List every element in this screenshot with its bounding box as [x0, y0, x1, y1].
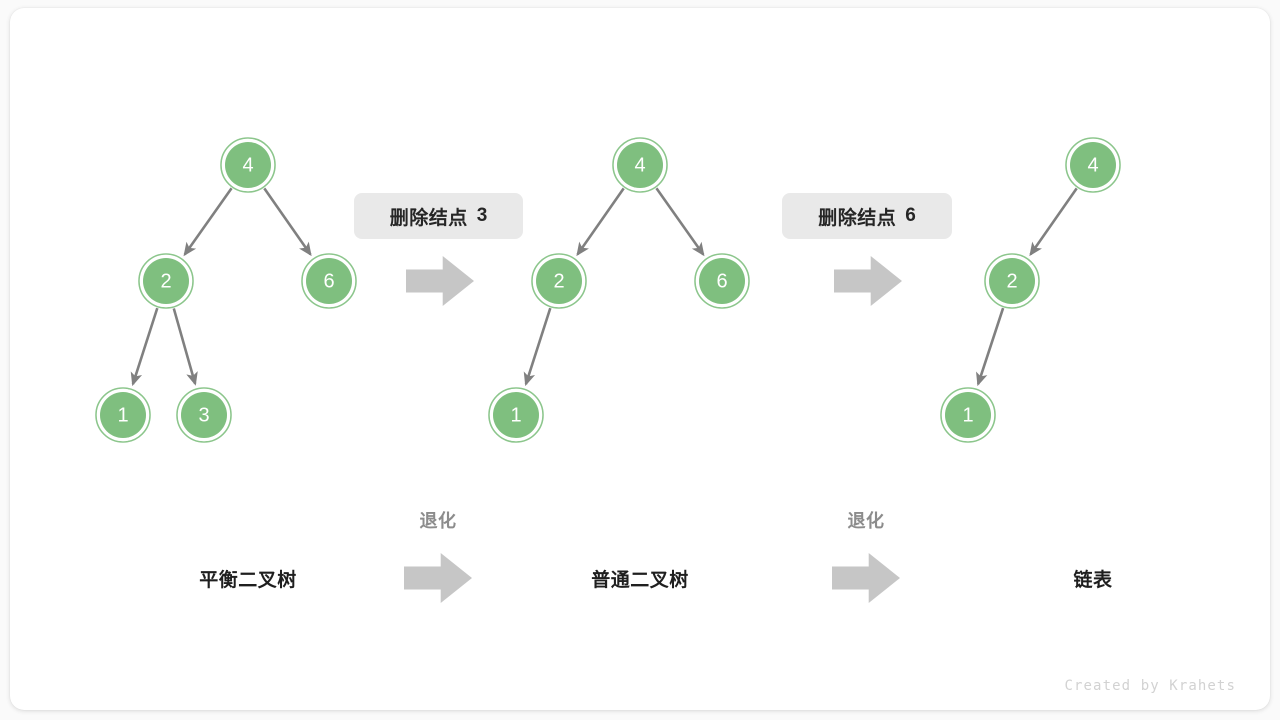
- operation-badge-delete-3[interactable]: 删除结点 3: [354, 193, 523, 239]
- tree-edge: [1029, 187, 1078, 257]
- tree-node-label: 3: [198, 405, 209, 427]
- operation-badge-delete-6[interactable]: 删除结点 6: [782, 193, 952, 239]
- stage-caption-linked-list: 链表: [1073, 570, 1113, 591]
- tree-node[interactable]: 4: [1065, 137, 1121, 193]
- transition-label-degenerate-1: 退化: [419, 511, 457, 531]
- tree-node-label: 4: [634, 155, 645, 177]
- operation-arrow-delete-6: [834, 256, 902, 306]
- transition-arrow-degenerate-2: [832, 553, 900, 603]
- tree-node-label: 6: [323, 271, 334, 293]
- transition-label-degenerate-2: 退化: [847, 511, 885, 531]
- tree-node[interactable]: 3: [176, 387, 232, 443]
- tree-node[interactable]: 6: [694, 253, 750, 309]
- tree-node[interactable]: 1: [488, 387, 544, 443]
- operation-label: 删除结点: [389, 207, 468, 229]
- tree-nodes-layer: 4 2 6 1 3 4 2 6 1 4 2 1: [95, 137, 1121, 443]
- tree-edge: [576, 187, 625, 257]
- tree-edges-layer: [130, 187, 1078, 387]
- tree-node-label: 2: [1006, 271, 1017, 293]
- tree-edge: [523, 307, 552, 387]
- tree-node[interactable]: 2: [138, 253, 194, 309]
- diagram-card: [10, 8, 1270, 710]
- tree-edge: [263, 187, 312, 257]
- tree-node[interactable]: 6: [301, 253, 357, 309]
- tree-node-label: 2: [553, 271, 564, 293]
- tree-node[interactable]: 4: [612, 137, 668, 193]
- tree-node[interactable]: 4: [220, 137, 276, 193]
- tree-node[interactable]: 1: [95, 387, 151, 443]
- operation-value: 6: [905, 205, 916, 226]
- tree-node-label: 1: [962, 405, 973, 427]
- stage-caption-ordinary-bst: 普通二叉树: [591, 570, 689, 591]
- stage-caption-balanced-bst: 平衡二叉树: [199, 570, 297, 591]
- tree-node[interactable]: 2: [984, 253, 1040, 309]
- tree-edge: [172, 308, 198, 386]
- block-arrows-layer: [404, 256, 902, 603]
- operation-arrow-delete-3: [406, 256, 474, 306]
- tree-edge: [130, 307, 159, 387]
- tree-edge: [655, 187, 705, 257]
- tree-node-label: 4: [242, 155, 253, 177]
- operation-value: 3: [476, 205, 488, 226]
- tree-node-label: 1: [117, 405, 128, 427]
- tree-edge: [976, 307, 1005, 387]
- tree-edge: [183, 187, 233, 257]
- operation-label: 删除结点: [818, 207, 897, 229]
- credit-text: Created by Krahets: [1064, 678, 1236, 694]
- tree-node-label: 1: [510, 405, 521, 427]
- tree-node-label: 4: [1087, 155, 1098, 177]
- tree-node-label: 6: [716, 271, 727, 293]
- tree-node-label: 2: [160, 271, 171, 293]
- transition-arrow-degenerate-1: [404, 553, 472, 603]
- tree-node[interactable]: 1: [940, 387, 996, 443]
- tree-node[interactable]: 2: [531, 253, 587, 309]
